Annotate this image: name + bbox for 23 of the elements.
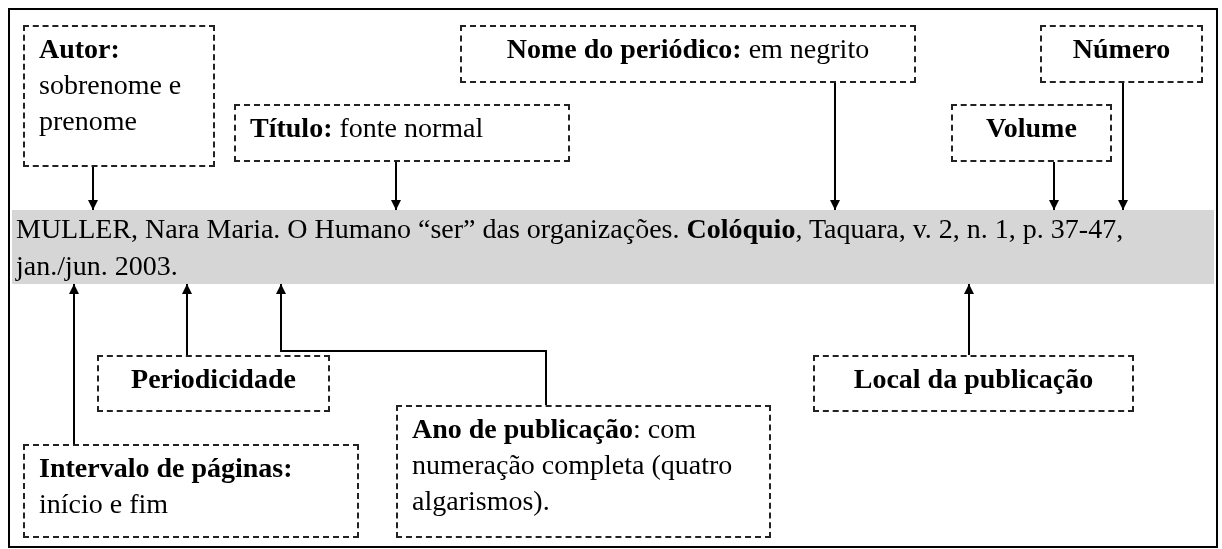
label-text: sobrenome e prenome	[39, 68, 183, 138]
arrow	[1049, 161, 1059, 211]
arrow	[69, 283, 79, 445]
arrow	[391, 161, 401, 211]
arrow	[964, 283, 974, 356]
arrow	[1118, 82, 1128, 211]
label-box: Número	[1040, 25, 1203, 83]
label-box: Nome do periódico: em negrito	[460, 25, 916, 83]
label-box: Local da publicação	[813, 355, 1134, 412]
label-box: Título: fonte normal	[234, 104, 570, 162]
label-box: Ano de publicação: com numeração completa (quatro algarismos).	[396, 405, 771, 538]
arrow	[276, 283, 547, 406]
arrow	[182, 283, 192, 356]
label-text: início e fim	[39, 487, 170, 521]
arrow	[830, 82, 840, 211]
label-box	[23, 444, 359, 538]
label-box: Volume	[951, 104, 1112, 162]
label-box: Periodicidade	[97, 355, 330, 412]
label-heading: Intervalo de páginas:	[39, 451, 294, 485]
arrow	[88, 166, 98, 211]
citation-band: MULLER, Nara Maria. O Humano “ser” das organizações. Colóquio, Taquara, v. 2, n. 1, p. 37-47, jan./jun. 2003.	[12, 210, 1214, 284]
label-box	[23, 25, 215, 167]
label-heading: Autor:	[39, 32, 121, 66]
